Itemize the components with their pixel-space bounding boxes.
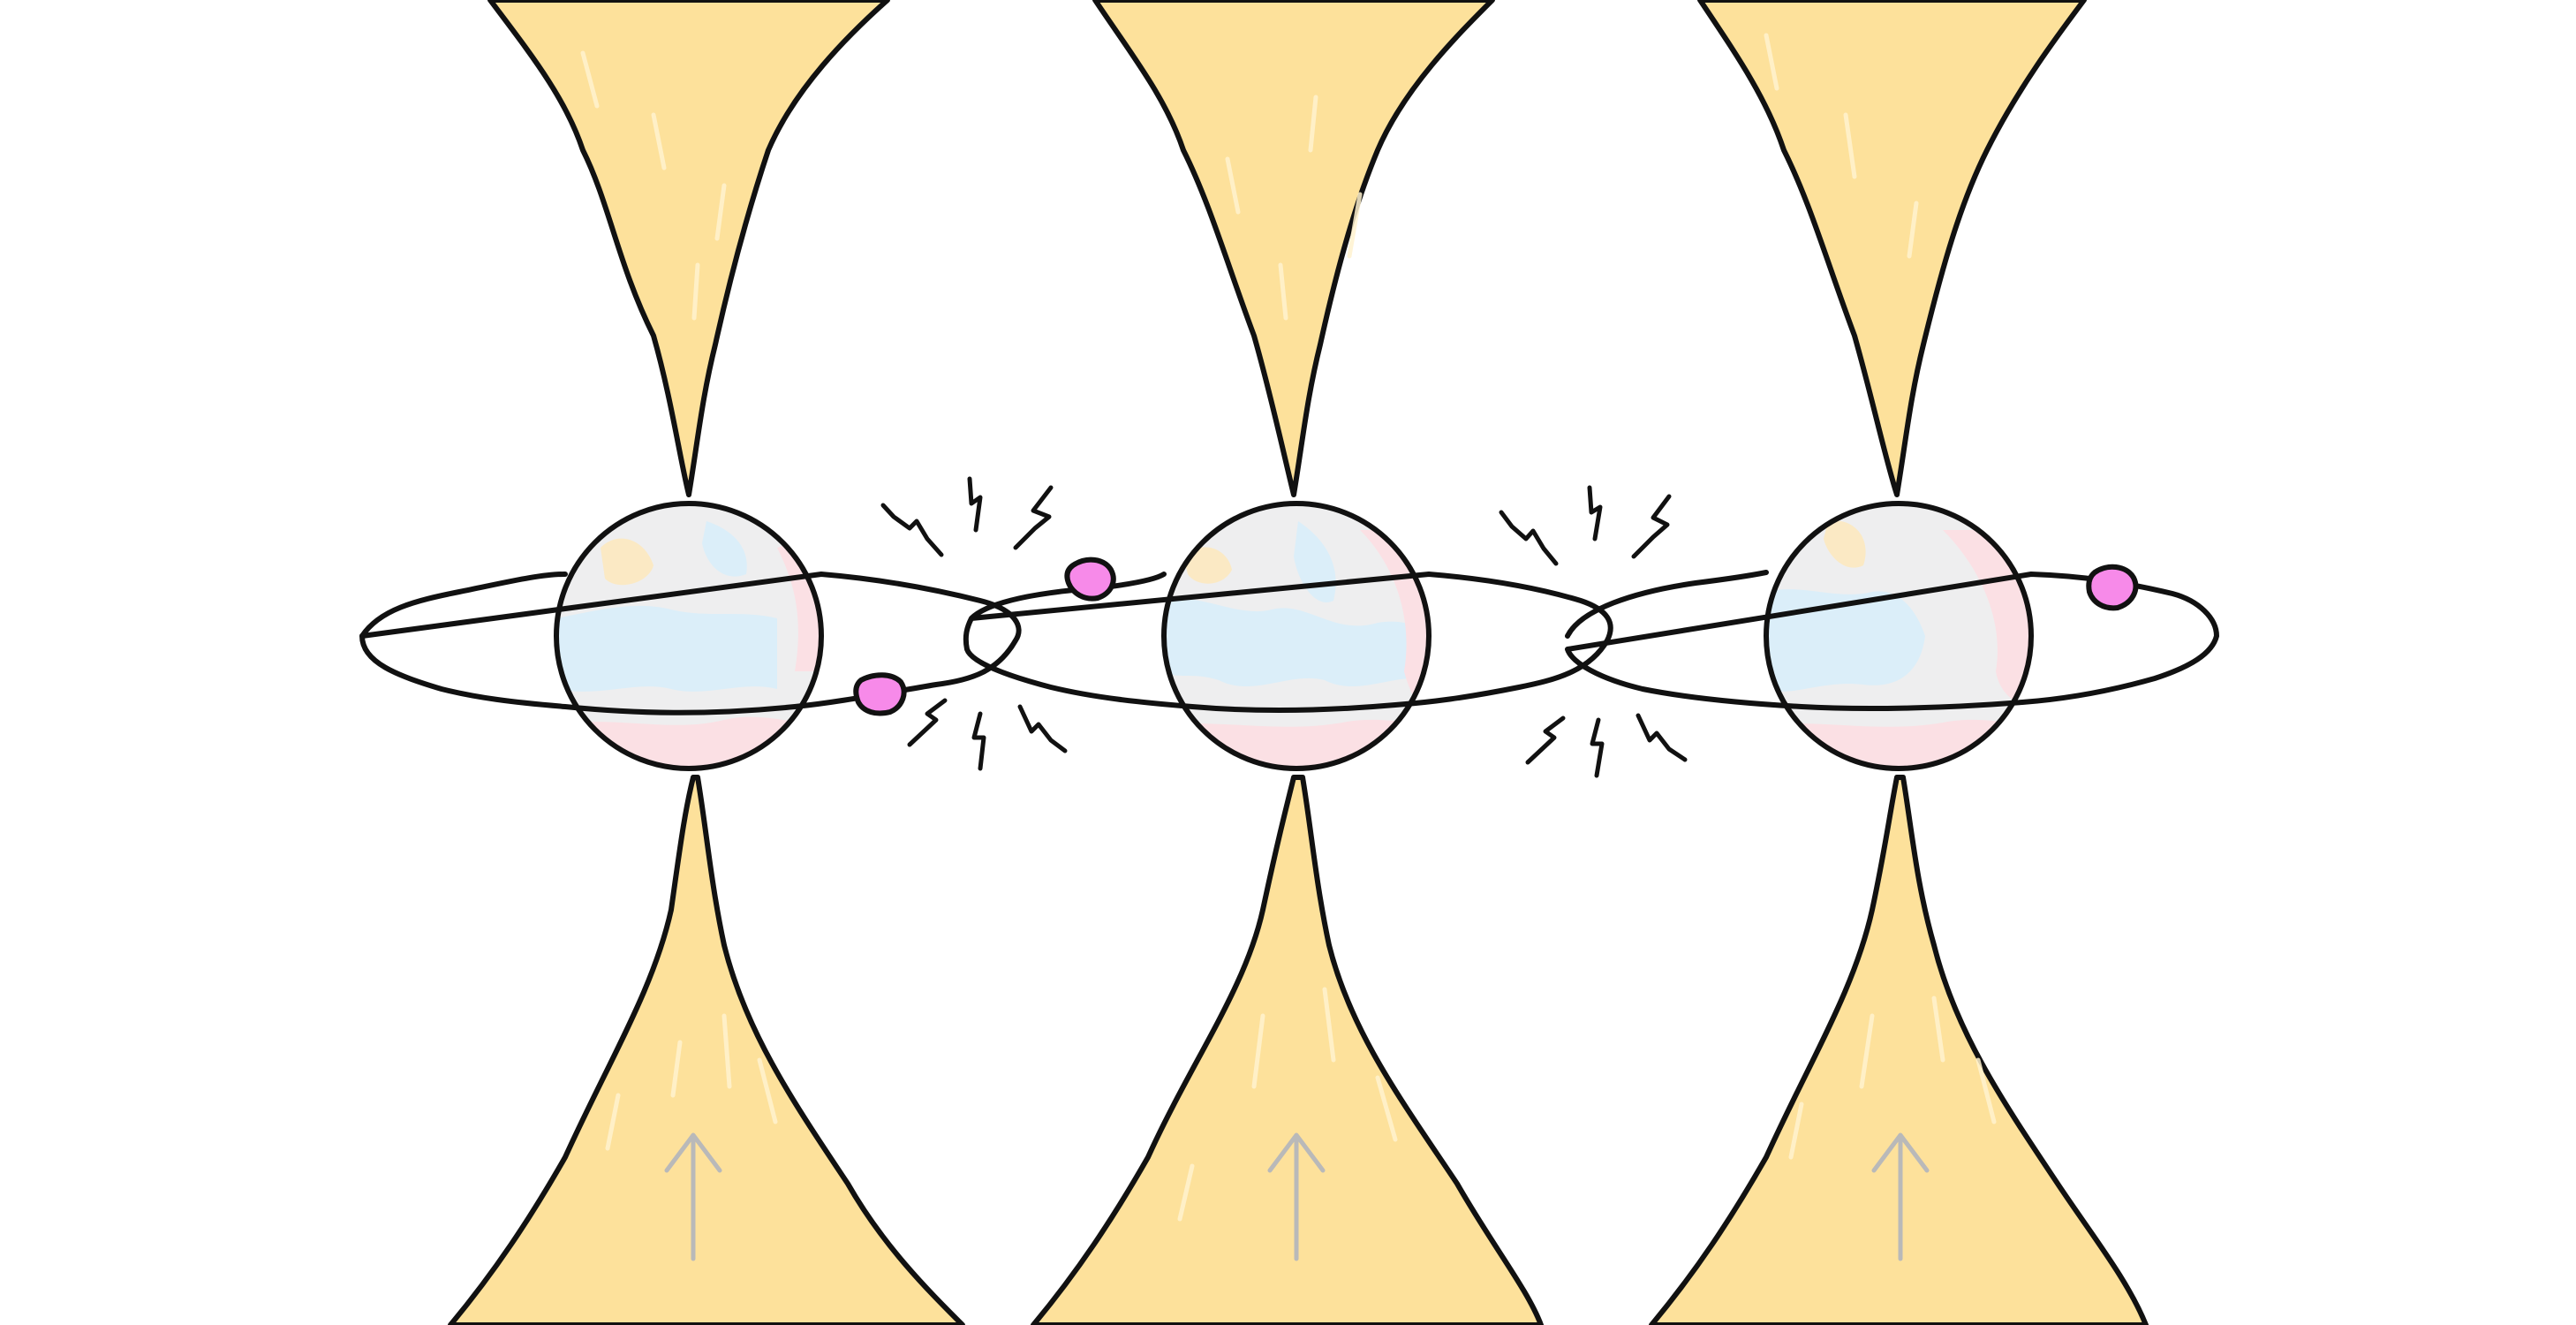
beam-3-highlight [1859,1013,1875,1089]
beam-1-highlight [721,1013,732,1089]
beam-3-highlight [1975,1057,1997,1124]
beam-1-highlight [714,183,727,241]
atom-sphere-3 [1764,501,2034,771]
beam-2-bottom [1031,775,1544,1325]
up-arrow-icon [1871,1132,1930,1261]
electron-orbit-1 [359,572,1022,716]
interaction-spark-icon [880,476,1068,771]
up-arrow-icon [664,1132,722,1261]
beam-3-highlight [1764,33,1779,91]
beam-2-top [1092,0,1495,497]
beam-1-top [487,0,890,497]
beam-3-top [1697,0,2087,497]
beam-2-highlight [1347,192,1363,259]
beam-2-highlight [1375,1075,1398,1142]
beam-2 [1031,0,1544,1325]
up-arrow-icon [1267,1132,1326,1261]
beam-1 [448,0,965,1325]
electron-icon [1064,556,1116,602]
beam-3-highlight [1907,201,1919,259]
atom-sphere-outline [1161,501,1432,771]
atom-sphere-outline [554,501,824,771]
beam-3-highlight [1843,112,1857,179]
beam-1-highlight [580,50,600,109]
beam-3-highlight [1788,1102,1804,1160]
electron-icon [2086,564,2139,611]
beam-1-highlight [670,1040,683,1098]
beam-2-highlight [1322,987,1336,1063]
beam-1-highlight [757,1057,778,1124]
beam-2-highlight [1251,1013,1265,1089]
interaction-spark-icon [1499,485,1688,778]
beam-2-highlight [1278,262,1288,321]
atom-sphere-1 [554,501,824,771]
atom-sphere-2 [1161,501,1432,771]
atom-sphere-outline [1764,501,2034,771]
beam-1-highlight [691,262,700,321]
beam-2-highlight [1308,95,1318,153]
beam-1-bottom [448,775,965,1325]
beam-3-highlight [1931,996,1945,1063]
beam-2-highlight [1177,1163,1195,1222]
electron-icon [853,672,907,716]
beam-1-highlight [651,112,667,170]
beam-2-highlight [1225,156,1241,215]
electron-orbit-3 [1565,570,2219,712]
beam-1-highlight [605,1093,621,1151]
